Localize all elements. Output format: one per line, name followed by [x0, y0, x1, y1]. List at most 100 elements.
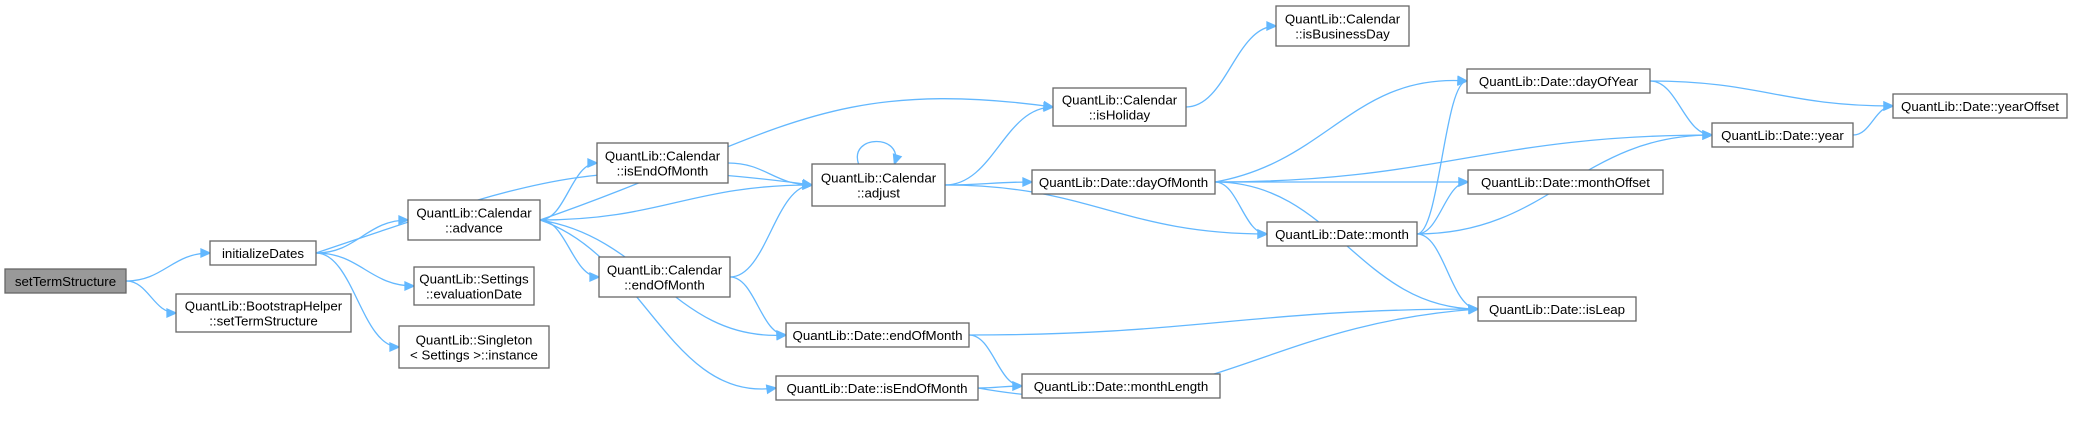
- node-box: [1892, 93, 2068, 119]
- node-label: QuantLib::Date::dayOfYear: [1479, 74, 1639, 89]
- node-box: [775, 375, 979, 401]
- node-settermstructure[interactable]: setTermStructure: [4, 268, 127, 294]
- edge-line: [968, 308, 1479, 336]
- edge-n3-n9: [539, 219, 601, 283]
- node-box: [413, 266, 535, 306]
- edge-arrowhead: [1257, 228, 1269, 240]
- node-label: QuantLib::Date::monthOffset: [1481, 175, 1650, 190]
- node-box: [1275, 5, 1410, 47]
- node-quantlib-date-isleap[interactable]: QuantLib::Date::isLeap: [1477, 296, 1637, 322]
- node-label: ::adjust: [857, 186, 900, 201]
- edge-line: [539, 219, 777, 390]
- node-label: setTermStructure: [15, 274, 116, 289]
- edge-arrowhead: [404, 280, 416, 292]
- edge-line: [1649, 80, 1713, 136]
- edge-line: [1649, 80, 1894, 107]
- node-box: [785, 322, 970, 348]
- node-quantlib-date-monthoffset[interactable]: QuantLib::Date::monthOffset: [1467, 169, 1664, 195]
- edge-arrowhead: [892, 153, 903, 166]
- node-quantlib-date-year[interactable]: QuantLib::Date::year: [1711, 122, 1854, 148]
- node-quantlib-date-isendofmonth[interactable]: QuantLib::Date::isEndOfMonth: [775, 375, 979, 401]
- node-quantlib-date-dayofmonth[interactable]: QuantLib::Date::dayOfMonth: [1031, 169, 1216, 195]
- node-box: [1021, 373, 1221, 399]
- node-quantlib-calendar-isbusinessday[interactable]: QuantLib::Calendar::isBusinessDay: [1275, 5, 1410, 47]
- edge-n11-n15: [977, 380, 1024, 392]
- node-label: QuantLib::Settings: [419, 272, 529, 287]
- edge-n14-n17: [1416, 176, 1470, 235]
- node-label: ::setTermStructure: [209, 314, 318, 329]
- edge-line: [727, 162, 813, 186]
- edge-n1-n5: [315, 252, 401, 353]
- node-label: QuantLib::Calendar: [821, 171, 937, 186]
- node-quantlib-calendar-isholiday[interactable]: QuantLib::Calendar::isHoliday: [1052, 87, 1187, 127]
- node-initializedates[interactable]: initializeDates: [209, 240, 317, 266]
- edge-n14-n18: [1416, 233, 1480, 315]
- edge-arrowhead: [587, 157, 599, 169]
- node-quantlib-bootstraphelper-settermstructure[interactable]: QuantLib::BootstrapHelper::setTermStruct…: [175, 293, 352, 333]
- edge-line: [125, 280, 177, 314]
- node-label: ::isEndOfMonth: [617, 164, 709, 179]
- edge-arrowhead: [765, 384, 778, 395]
- node-quantlib-calendar-isendofmonth[interactable]: QuantLib::Calendar::isEndOfMonth: [596, 142, 729, 184]
- edge-n19-n20: [1852, 100, 1895, 136]
- node-box: [811, 163, 946, 207]
- edge-n0-n2: [125, 280, 178, 319]
- edge-n7-n12: [1185, 20, 1278, 108]
- node-quantlib-calendar-endofmonth[interactable]: QuantLib::Calendar::endOfMonth: [598, 256, 731, 298]
- edge-arrowhead: [589, 271, 601, 283]
- edge-n0-n1: [125, 247, 212, 282]
- node-label: QuantLib::Date::isLeap: [1489, 302, 1625, 317]
- edge-n3-n8: [539, 157, 599, 221]
- edge-line: [315, 252, 415, 287]
- edge-arrowhead: [1022, 176, 1034, 188]
- edge-line: [125, 252, 211, 282]
- node-label: QuantLib::Date::monthLength: [1034, 379, 1208, 394]
- edge-line: [315, 219, 409, 254]
- edge-line: [1416, 80, 1468, 235]
- node-box: [1477, 296, 1637, 322]
- node-label: QuantLib::Date::yearOffset: [1901, 99, 2059, 114]
- edge-n13-n14: [1214, 181, 1269, 240]
- edge-n1-n4: [315, 252, 416, 292]
- node-quantlib-calendar-advance[interactable]: QuantLib::Calendar::advance: [407, 199, 541, 241]
- edge-line: [1185, 25, 1277, 108]
- node-quantlib-date-yearoffset[interactable]: QuantLib::Date::yearOffset: [1892, 93, 2068, 119]
- node-box: [1031, 169, 1216, 195]
- edge-line: [729, 184, 813, 278]
- edge-n1-n6: [315, 171, 814, 254]
- node-quantlib-singleton-settings-instance[interactable]: QuantLib::Singleton< Settings >::instanc…: [398, 325, 550, 369]
- edge-n6-n6: [856, 141, 903, 166]
- node-label: ::endOfMonth: [624, 278, 705, 293]
- node-quantlib-settings-evaluationdate[interactable]: QuantLib::Settings::evaluationDate: [413, 266, 535, 306]
- edge-arrowhead: [166, 307, 178, 319]
- edge-arrowhead: [1266, 20, 1278, 32]
- node-label: QuantLib::Calendar: [607, 263, 723, 278]
- node-quantlib-date-month[interactable]: QuantLib::Date::month: [1266, 221, 1418, 247]
- node-box: [398, 325, 550, 369]
- edge-line: [1852, 105, 1894, 136]
- edge-line: [729, 276, 787, 336]
- edge-n16-n19: [1649, 80, 1714, 141]
- edge-line: [315, 252, 400, 348]
- node-label: QuantLib::BootstrapHelper: [185, 299, 343, 314]
- edge-arrowhead: [776, 329, 788, 341]
- edge-n3-n6: [539, 179, 814, 221]
- node-quantlib-calendar-adjust[interactable]: QuantLib::Calendar::adjust: [811, 163, 946, 207]
- edge-n10-n18: [968, 303, 1480, 336]
- node-quantlib-date-endofmonth[interactable]: QuantLib::Date::endOfMonth: [785, 322, 970, 348]
- edge-arrowhead: [389, 341, 401, 353]
- node-label: QuantLib::Singleton: [416, 333, 533, 348]
- node-quantlib-date-monthlength[interactable]: QuantLib::Date::monthLength: [1021, 373, 1221, 399]
- node-label: ::evaluationDate: [426, 287, 522, 302]
- edge-n13-n18: [1214, 181, 1480, 315]
- edge-n1-n3: [315, 214, 410, 254]
- node-quantlib-date-dayofyear[interactable]: QuantLib::Date::dayOfYear: [1466, 68, 1651, 94]
- edge-arrowhead: [1012, 380, 1024, 392]
- edge-arrowhead: [1702, 129, 1714, 141]
- node-box: [4, 268, 127, 294]
- edge-n13-n16: [1214, 75, 1469, 183]
- node-box: [1711, 122, 1854, 148]
- edge-line: [1214, 134, 1713, 183]
- node-box: [1466, 68, 1651, 94]
